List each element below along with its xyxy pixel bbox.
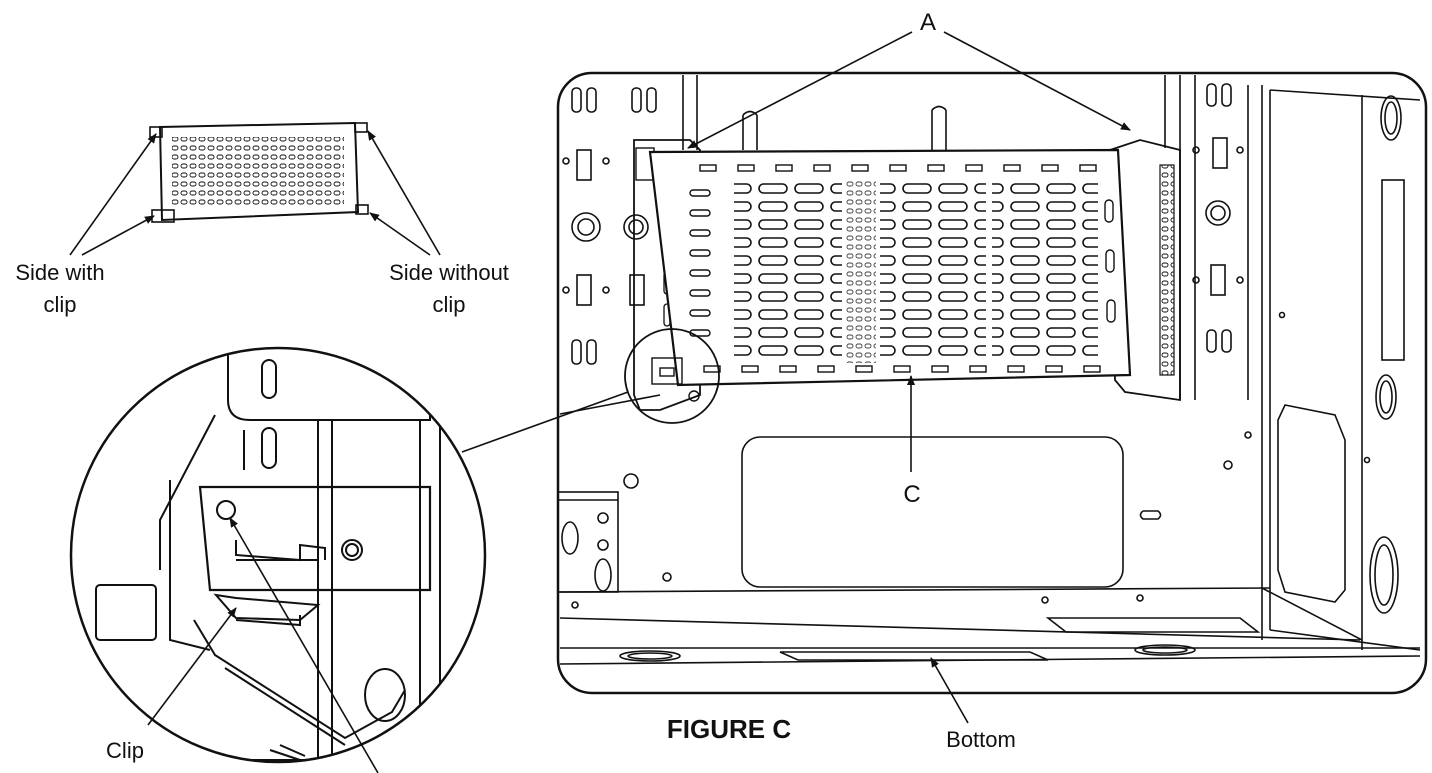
knockout-plate [741, 436, 1124, 588]
arrow-a-right [943, 31, 1131, 131]
enclosure-view [556, 71, 1428, 695]
tray-c [624, 148, 1132, 424]
upper-standoffs [742, 105, 947, 150]
label-side-with-clip-2: clip [43, 292, 76, 317]
magnifier-ring [69, 346, 487, 764]
arrow-side-with-clip-top [69, 133, 157, 256]
arrow-side-without-clip-bottom [369, 212, 431, 256]
detail-callout-circle [624, 328, 720, 424]
arrow-side-without-clip-top [367, 130, 441, 256]
label-side-without-clip-1: Side without [389, 260, 509, 285]
label-c: C [903, 481, 920, 508]
arrow-bottom [930, 657, 969, 724]
label-side-without-clip-2: clip [432, 292, 465, 317]
arrow-screw [229, 517, 379, 773]
arrow-side-with-clip-bottom [81, 215, 155, 256]
label-bottom: Bottom [946, 727, 1016, 752]
label-a: A [920, 9, 936, 36]
enclosure-frame [556, 71, 1428, 695]
magnified-clip-detail [69, 346, 629, 764]
magnifier-leader [461, 391, 629, 453]
right-side-wall [1269, 89, 1421, 651]
arrow-a-left [687, 31, 913, 149]
label-clip: Clip [106, 738, 144, 763]
callout-arrows [69, 31, 1131, 773]
labels: A C Side with clip Side without clip Cli… [15, 9, 1015, 763]
figure-caption: FIGURE C [667, 714, 791, 744]
arrow-clip [147, 607, 237, 726]
tray-bracket [633, 139, 1181, 411]
enclosure-bottom [559, 587, 1421, 665]
tray-thumbnail [149, 121, 369, 223]
label-side-with-clip-1: Side with [15, 260, 104, 285]
tray-clip-detail [651, 357, 700, 402]
junction-box [557, 491, 619, 593]
